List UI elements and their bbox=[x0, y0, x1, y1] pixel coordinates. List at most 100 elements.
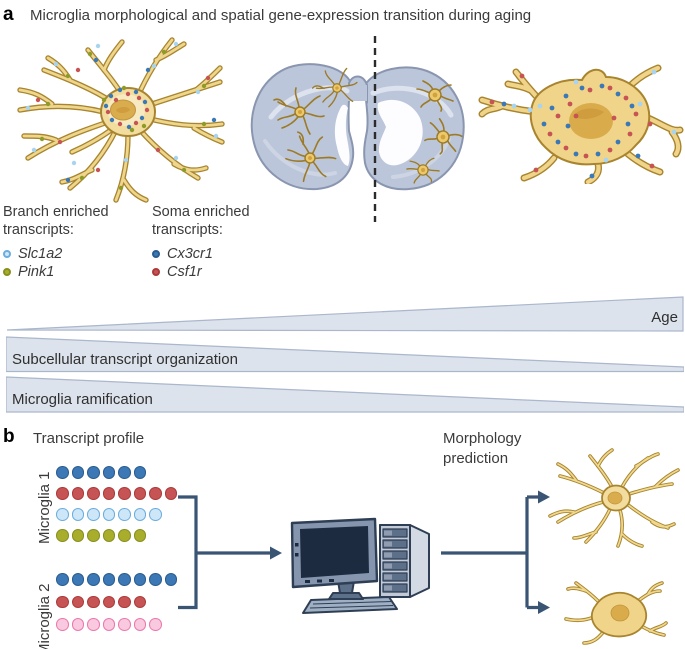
age-label: Age bbox=[651, 309, 678, 326]
transcript-dot-pink bbox=[102, 618, 115, 631]
age-gradient-wedge bbox=[6, 296, 684, 332]
transcript-dot-blue bbox=[87, 466, 100, 479]
transcript-dot-red bbox=[118, 595, 131, 608]
transcript-dot-row-olive bbox=[56, 529, 177, 542]
transcript-dot-pink bbox=[87, 618, 100, 631]
transcript-dot-pink bbox=[71, 618, 84, 631]
desktop-computer-icon bbox=[290, 517, 430, 614]
output-arrow-lines bbox=[441, 495, 538, 610]
legend-soma-title-line2: transcripts: bbox=[152, 222, 223, 238]
brain-section-illustration bbox=[250, 60, 467, 192]
morphology-title-line2: prediction bbox=[443, 450, 509, 467]
legend-branch-title-line2: transcripts: bbox=[3, 222, 74, 238]
slc1a2-dot-icon bbox=[3, 250, 11, 258]
panel-b-label: b bbox=[3, 426, 15, 447]
transcript-dot-blue bbox=[118, 466, 131, 479]
transcript-dot-row-light-blue bbox=[56, 508, 177, 521]
transcript-organization-label: Subcellular transcript organization bbox=[12, 351, 238, 368]
panel-a-label: a bbox=[3, 4, 14, 25]
transcript-dot-light-blue bbox=[56, 508, 69, 521]
transcript-dot-light-blue bbox=[87, 508, 100, 521]
transcript-dot-red bbox=[87, 595, 100, 608]
transcript-dot-light-blue bbox=[133, 508, 146, 521]
transcript-dot-row-blue bbox=[56, 466, 177, 479]
transcript-dot-pink bbox=[149, 618, 162, 631]
transcript-dot-row-red bbox=[56, 595, 177, 608]
cx3cr1-dot-icon bbox=[152, 250, 160, 258]
transcript-dot-blue bbox=[56, 466, 69, 479]
legend-branch-title-line1: Branch enriched bbox=[3, 204, 109, 220]
microglia-2-transcript-rows bbox=[56, 573, 177, 631]
transcript-dot-blue bbox=[71, 573, 84, 586]
transcript-dot-red bbox=[71, 595, 84, 608]
gene-name: Cx3cr1 bbox=[167, 246, 213, 262]
gene-name: Csf1r bbox=[167, 264, 202, 280]
legend-branch-enriched: Branch enriched transcripts: Slc1a2 Pink… bbox=[3, 203, 109, 281]
legend-item-slc1a2: Slc1a2 bbox=[3, 245, 109, 263]
transcript-dot-red bbox=[102, 595, 115, 608]
microglia-ramification-label: Microglia ramification bbox=[12, 391, 153, 408]
transcript-dot-pink bbox=[118, 618, 131, 631]
transcript-dot-red bbox=[71, 487, 84, 500]
transcript-dot-row-pink bbox=[56, 618, 177, 631]
output-arrowhead-top-icon bbox=[538, 490, 550, 504]
transcript-dot-olive bbox=[118, 529, 131, 542]
transcript-dot-blue bbox=[102, 573, 115, 586]
transcript-dot-blue bbox=[164, 573, 177, 586]
transcript-dot-blue bbox=[71, 466, 84, 479]
legend-item-csf1r: Csf1r bbox=[152, 263, 250, 281]
flow-connectors bbox=[178, 490, 550, 614]
transcript-dot-blue bbox=[133, 573, 146, 586]
monitor-base bbox=[328, 592, 364, 600]
transcript-dot-red bbox=[133, 595, 146, 608]
nucleus bbox=[569, 103, 613, 139]
panel-a-title: Microglia morphological and spatial gene… bbox=[30, 7, 532, 24]
transcript-organization-wedge bbox=[6, 336, 684, 373]
transcript-dot-light-blue bbox=[102, 508, 115, 521]
transcript-dot-olive bbox=[102, 529, 115, 542]
transcript-dot-pink bbox=[56, 618, 69, 631]
brain-ventricles bbox=[334, 99, 423, 166]
transcript-dot-light-blue bbox=[71, 508, 84, 521]
transcript-dot-light-blue bbox=[149, 508, 162, 521]
legend-soma-enriched: Soma enriched transcripts: Cx3cr1 Csf1r bbox=[152, 203, 250, 281]
predicted-amoeboid-microglia bbox=[564, 581, 668, 645]
transcript-dot-red bbox=[149, 487, 162, 500]
transcript-dot-olive bbox=[56, 529, 69, 542]
pink1-dot-icon bbox=[3, 268, 11, 276]
transcript-dot-row-blue bbox=[56, 573, 177, 586]
csf1r-dot-icon bbox=[152, 268, 160, 276]
microglia-ramification-wedge bbox=[6, 376, 684, 413]
transcript-dot-light-blue bbox=[118, 508, 131, 521]
transcript-dot-red bbox=[133, 487, 146, 500]
transcript-profile-title: Transcript profile bbox=[33, 430, 145, 447]
transcript-dot-red bbox=[102, 487, 115, 500]
transcript-dot-red bbox=[87, 487, 100, 500]
legend-item-cx3cr1: Cx3cr1 bbox=[152, 245, 250, 263]
legend-item-pink1: Pink1 bbox=[3, 263, 109, 281]
gene-name: Pink1 bbox=[18, 264, 55, 280]
microglia-1-transcript-rows bbox=[56, 466, 177, 542]
transcript-dot-blue bbox=[133, 466, 146, 479]
transcript-dot-blue bbox=[102, 466, 115, 479]
morphology-prediction-title: Morphology prediction bbox=[443, 429, 521, 469]
transcript-dots bbox=[489, 69, 677, 179]
ramified-microglia-illustration bbox=[8, 30, 230, 206]
transcript-dot-red bbox=[164, 487, 177, 500]
input-arrowhead-icon bbox=[270, 546, 282, 560]
transcript-dot-red bbox=[56, 487, 69, 500]
transcript-dots bbox=[25, 41, 219, 191]
transcript-dot-olive bbox=[133, 529, 146, 542]
transcript-dot-row-red bbox=[56, 487, 177, 500]
transcript-dot-blue bbox=[149, 573, 162, 586]
morphology-title-line1: Morphology bbox=[443, 430, 522, 447]
legend-soma-title-line1: Soma enriched bbox=[152, 204, 250, 220]
transcript-dot-olive bbox=[87, 529, 100, 542]
transcript-dot-red bbox=[56, 595, 69, 608]
transcript-dot-olive bbox=[71, 529, 84, 542]
amoeboid-microglia-illustration bbox=[478, 60, 684, 184]
monitor-screen bbox=[300, 526, 369, 578]
dashed-midline bbox=[373, 36, 377, 222]
output-arrowhead-bottom-icon bbox=[538, 601, 550, 614]
